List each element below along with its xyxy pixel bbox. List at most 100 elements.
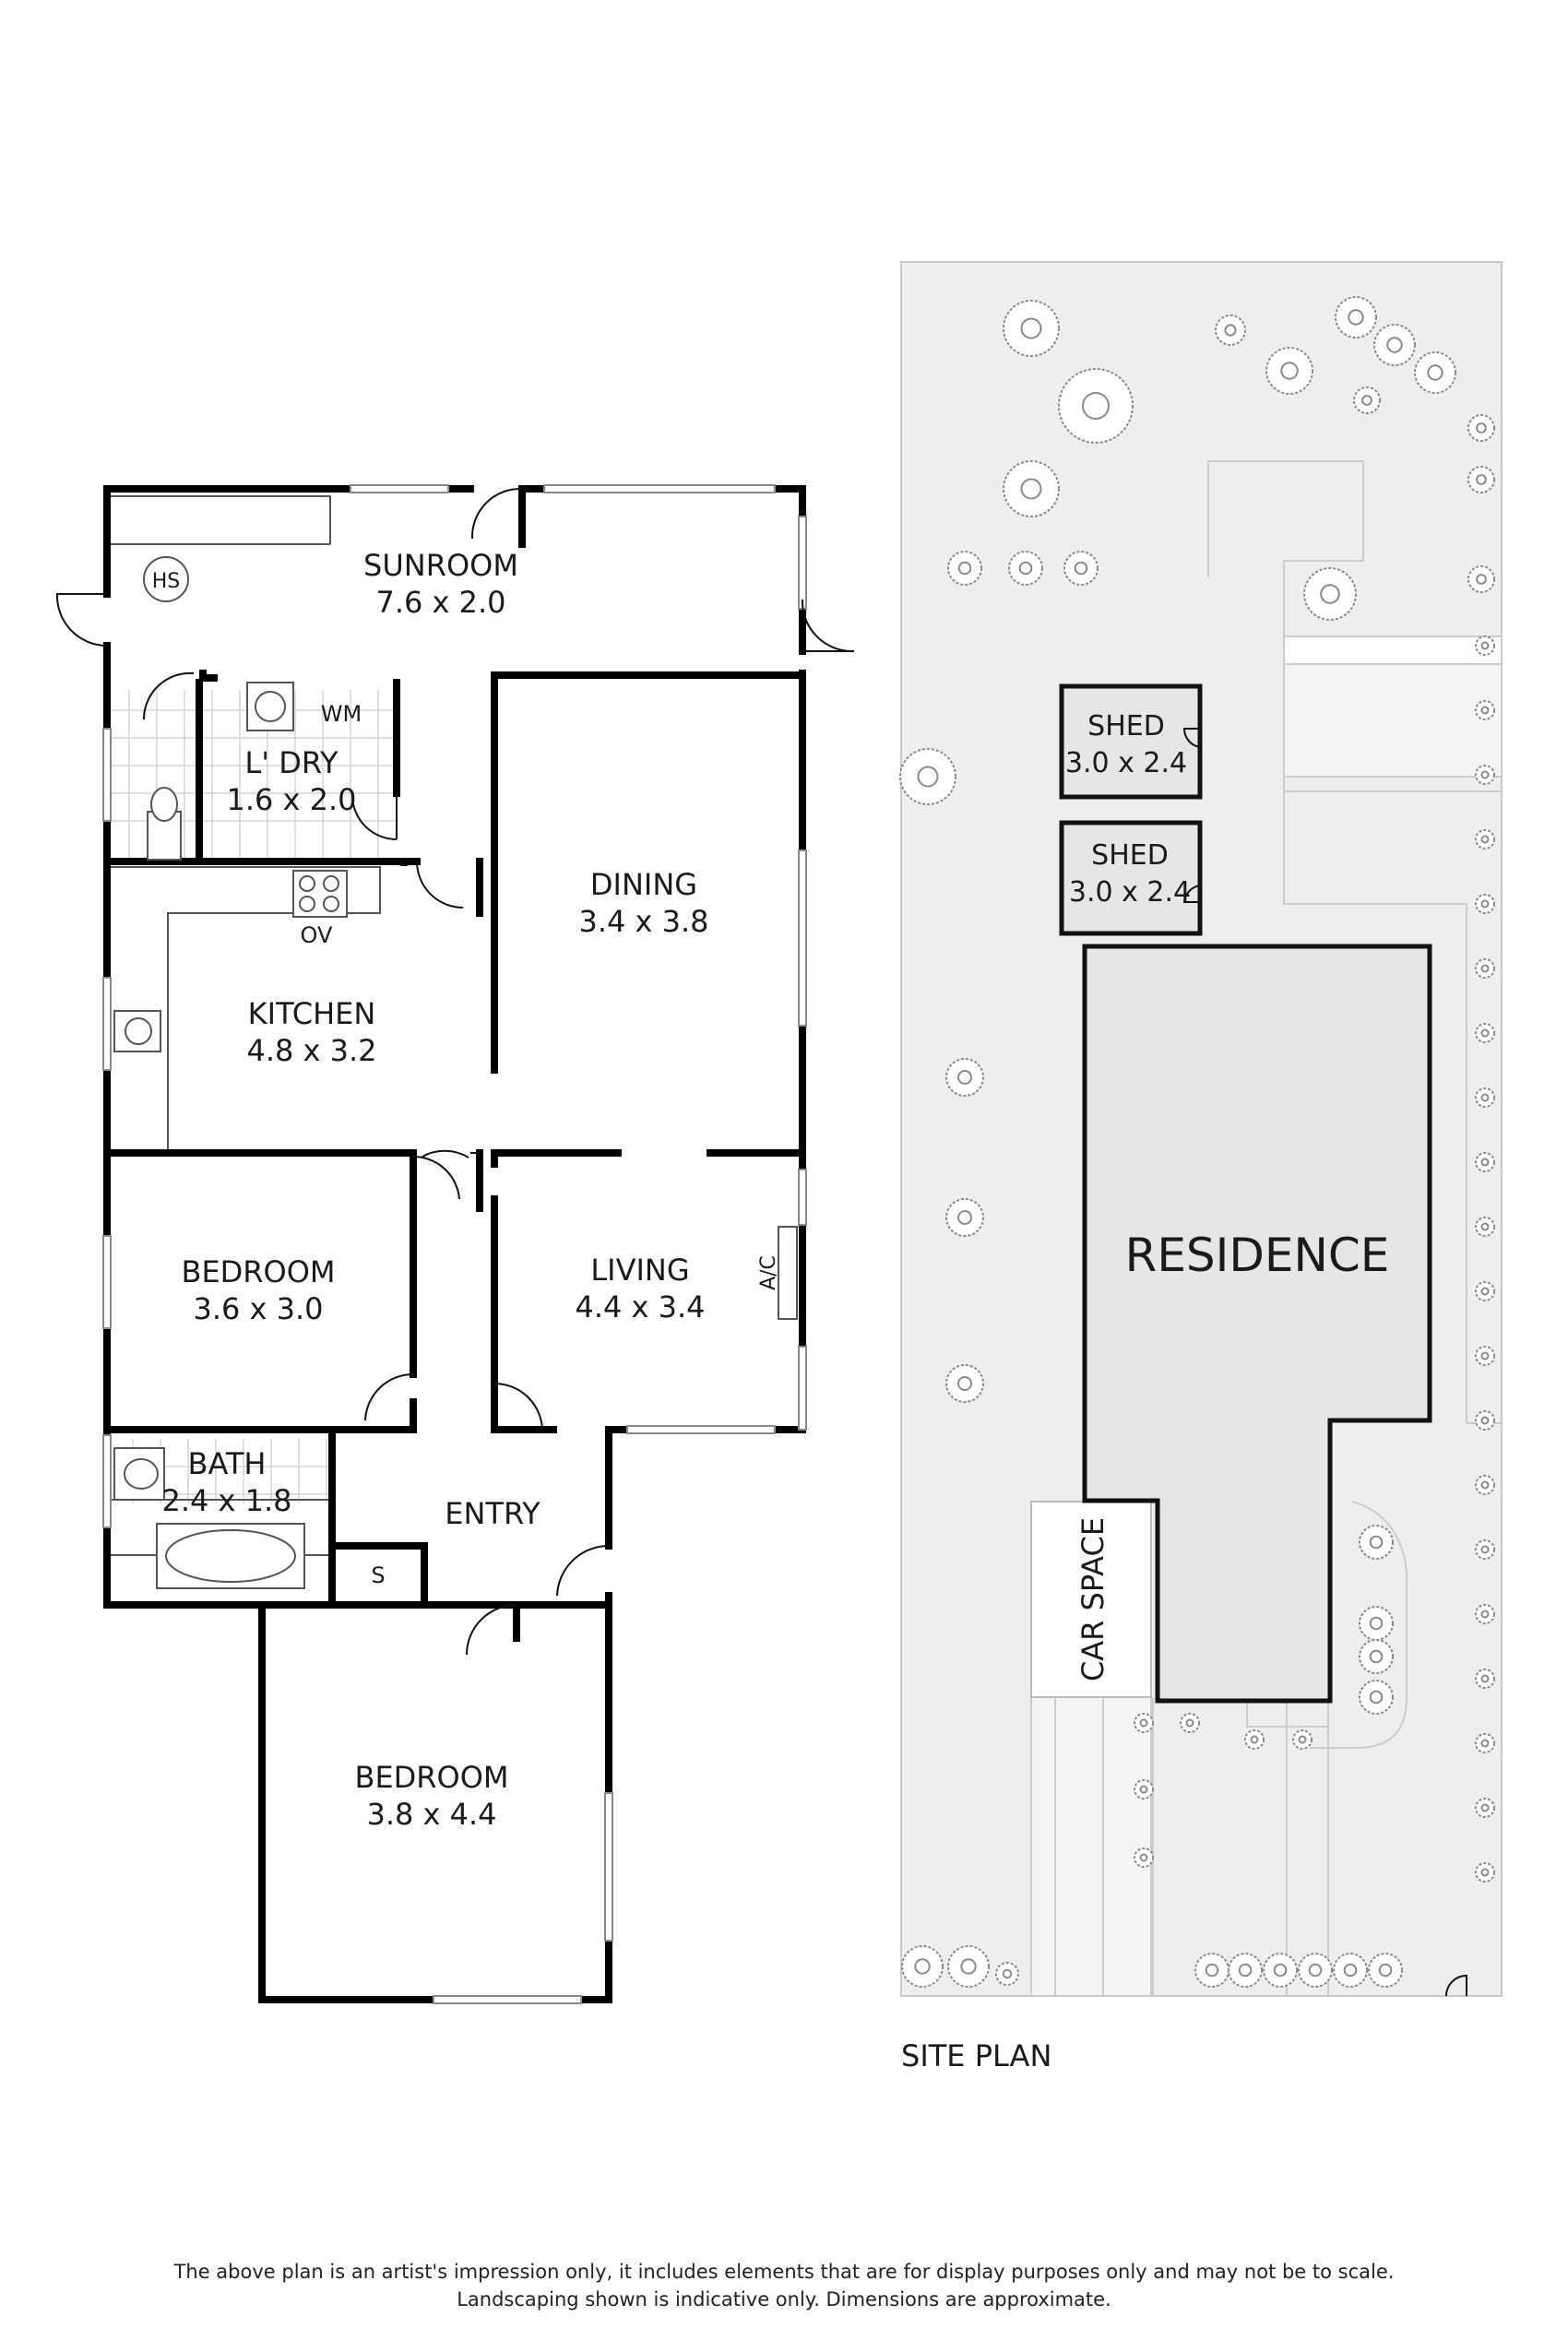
disclaimer-line-1: The above plan is an artist's impression…: [173, 2261, 1395, 2283]
tree-center-icon: [1250, 1735, 1259, 1744]
tree-center-icon: [957, 1376, 972, 1391]
tree-center-icon: [1480, 1674, 1490, 1683]
tree-center-icon: [960, 1958, 977, 1975]
room-name-bath: BATH: [188, 1446, 267, 1481]
tree-center-icon: [1224, 324, 1237, 337]
tree-center-icon: [1343, 1963, 1358, 1978]
ov-label: OV: [301, 922, 333, 948]
doors: [55, 487, 855, 1656]
shed-1-dims: 3.0 x 2.4: [1065, 747, 1187, 779]
tree-center-icon: [1480, 1610, 1490, 1619]
windows: [102, 484, 807, 2004]
tree-center-icon: [1480, 1093, 1490, 1102]
room-dims-kitchen: 4.8 x 3.2: [246, 1033, 376, 1068]
tree-center-icon: [1369, 1649, 1384, 1664]
room-name-sunroom: SUNROOM: [363, 548, 518, 583]
hot-water-service-icon: [143, 556, 189, 602]
tree-center-icon: [1480, 835, 1490, 844]
room-dims-bath: 2.4 x 1.8: [161, 1483, 291, 1518]
tree-center-icon: [1185, 1718, 1194, 1728]
tree-center-icon: [1369, 1535, 1384, 1550]
tree-center-icon: [1427, 364, 1443, 381]
tree-center-icon: [1480, 1222, 1490, 1231]
tree-center-icon: [917, 766, 939, 788]
tree-center-icon: [1082, 392, 1110, 420]
tree-center-icon: [957, 1210, 972, 1225]
tree-center-icon: [1139, 1853, 1148, 1862]
room-dims-living: 4.4 x 3.4: [575, 1289, 705, 1324]
tree-center-icon: [1480, 1545, 1490, 1554]
tree-center-icon: [1020, 317, 1042, 339]
tree-center-icon: [1480, 706, 1490, 715]
tree-center-icon: [1238, 1963, 1253, 1978]
site-plan-title: SITE PLAN: [901, 2038, 1051, 2073]
tree-center-icon: [1139, 1718, 1148, 1728]
ac-label: A/C: [757, 1255, 780, 1290]
residence-footprint: [1082, 944, 1432, 1704]
floor-plan: HS WM OV A/C S SUNROOM 7.6 x 2.0 L' DRY: [55, 484, 855, 2004]
store-cupboard: [330, 1544, 426, 1607]
ac-unit-icon: [778, 1226, 798, 1320]
tree-center-icon: [1480, 899, 1490, 909]
car-space-label: CAR SPACE: [1075, 1517, 1111, 1681]
tree-center-icon: [1020, 478, 1042, 500]
tree-center-icon: [1476, 574, 1487, 585]
wm-label: WM: [321, 701, 362, 727]
tree-center-icon: [1480, 1803, 1490, 1812]
disclaimer: The above plan is an artist's impression…: [0, 2258, 1568, 2313]
residence-label: RESIDENCE: [1125, 1229, 1390, 1282]
store-label: S: [371, 1562, 385, 1588]
tree-center-icon: [1480, 1351, 1490, 1360]
tree-center-icon: [1480, 1480, 1490, 1490]
shed-1-name: SHED: [1087, 710, 1165, 742]
tree-center-icon: [1205, 1963, 1219, 1978]
tree-center-icon: [1369, 1690, 1384, 1705]
room-name-bedroom-2: BEDROOM: [354, 1760, 508, 1795]
tree-center-icon: [1386, 337, 1403, 353]
tree-center-icon: [914, 1958, 931, 1975]
tree-center-icon: [1480, 1158, 1490, 1167]
tree-center-icon: [1002, 1968, 1013, 1979]
room-dims-bedroom-2: 3.8 x 4.4: [366, 1797, 496, 1832]
tree-center-icon: [1273, 1963, 1288, 1978]
tree-center-icon: [1480, 1739, 1490, 1748]
room-name-dining: DINING: [590, 867, 697, 902]
tree-center-icon: [1480, 641, 1490, 650]
tree-center-icon: [1348, 309, 1364, 326]
shed-2-dims: 3.0 x 2.4: [1069, 876, 1191, 909]
fixtures: HS: [113, 556, 798, 1589]
tree-center-icon: [1298, 1735, 1307, 1744]
shed-1: [1059, 683, 1203, 800]
tree-center-icon: [1476, 474, 1487, 485]
tree-center-icon: [1308, 1963, 1323, 1978]
tree-center-icon: [1480, 1287, 1490, 1296]
tree-center-icon: [1074, 561, 1088, 576]
tree-center-icon: [957, 1070, 972, 1085]
tree-center-icon: [1139, 1785, 1148, 1794]
tree-center-icon: [1378, 1963, 1393, 1978]
hs-label: HS: [152, 570, 181, 593]
room-name-living: LIVING: [590, 1253, 689, 1288]
tree-center-icon: [1320, 584, 1340, 604]
cooktop-icon: [292, 870, 348, 918]
site-plan: CAR SPACE RESIDENCE SHED 3.0 x 2.4 SHED …: [899, 261, 1503, 2073]
shed-2-name: SHED: [1091, 839, 1169, 872]
room-dims-bedroom-1: 3.6 x 3.0: [193, 1291, 323, 1326]
tree-center-icon: [1369, 1616, 1384, 1631]
tree-center-icon: [1480, 964, 1490, 973]
room-dims-dining: 3.4 x 3.8: [578, 904, 708, 939]
tree-center-icon: [1480, 770, 1490, 779]
room-name-bedroom-1: BEDROOM: [181, 1254, 335, 1289]
tree-center-icon: [1280, 362, 1299, 380]
room-name-entry: ENTRY: [445, 1496, 540, 1531]
tree-center-icon: [957, 561, 972, 576]
room-name-kitchen: KITCHEN: [248, 996, 376, 1031]
shed-2: [1059, 820, 1203, 936]
tree-center-icon: [1018, 561, 1033, 576]
tree-center-icon: [1361, 395, 1372, 406]
room-labels: SUNROOM 7.6 x 2.0 L' DRY 1.6 x 2.0 DININ…: [161, 548, 708, 1832]
tree-center-icon: [1480, 1416, 1490, 1425]
room-dims-sunroom: 7.6 x 2.0: [375, 585, 505, 620]
tree-center-icon: [1476, 422, 1487, 434]
